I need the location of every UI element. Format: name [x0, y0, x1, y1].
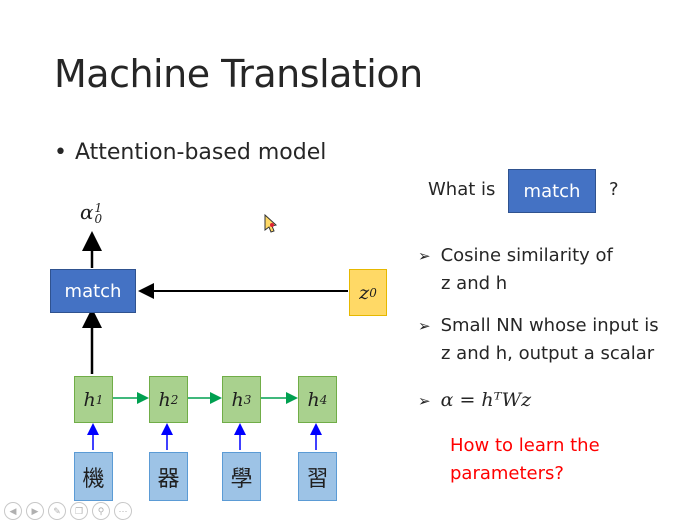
input-char-1: 機	[74, 452, 113, 501]
bullet-dot: •	[54, 140, 67, 165]
h4-superscript: 4	[319, 392, 328, 407]
red-question-line1: How to learn the	[450, 435, 600, 456]
next-icon[interactable]: ▶	[26, 502, 44, 520]
question-match-box: match	[508, 169, 596, 213]
item-small-nn-line2: z and h, output a scalar	[441, 343, 655, 364]
bullet-text: Attention-based model	[74, 140, 327, 165]
question-prefix: What is	[428, 179, 496, 200]
red-question: How to learn the parameters?	[450, 432, 600, 488]
alpha-base: α	[80, 200, 94, 224]
formula-text: α = hᵀWz	[440, 389, 532, 411]
item-cosine-line1: Cosine similarity of	[440, 245, 613, 266]
alpha-subscript: 0	[94, 211, 103, 226]
prev-icon[interactable]: ◀	[4, 502, 22, 520]
match-node: match	[50, 269, 136, 313]
h1-base: h	[83, 388, 96, 411]
arrow-bullet-icon: ➢	[418, 247, 431, 265]
red-question-line2: parameters?	[450, 463, 564, 484]
more-icon[interactable]: ⋯	[114, 502, 132, 520]
h4-base: h	[307, 388, 320, 411]
presentation-toolbar: ◀ ▶ ✎ ❐ ⚲ ⋯	[4, 502, 132, 520]
zoom-icon[interactable]: ⚲	[92, 502, 110, 520]
h3-base: h	[231, 388, 244, 411]
z-base: z	[359, 281, 370, 304]
item-small-nn: ➢ Small NN whose input is z and h, output…	[418, 312, 659, 368]
input-char-2: 器	[149, 452, 188, 501]
question-suffix: ?	[609, 179, 619, 200]
arrow-bullet-icon: ➢	[418, 392, 431, 410]
bullet-item: • Attention-based model	[54, 140, 326, 165]
item-formula: ➢ α = hᵀWz	[418, 386, 531, 415]
cursor-icon	[262, 213, 280, 238]
item-cosine: ➢ Cosine similarity of z and h	[418, 242, 613, 298]
alpha-superscript: 1	[94, 200, 103, 215]
item-small-nn-line1: Small NN whose input is	[440, 315, 659, 336]
h2-superscript: 2	[170, 392, 179, 407]
copy-icon[interactable]: ❐	[70, 502, 88, 520]
input-char-4: 習	[298, 452, 337, 501]
pen-icon[interactable]: ✎	[48, 502, 66, 520]
h3-superscript: 3	[243, 392, 252, 407]
h1-superscript: 1	[95, 392, 104, 407]
h2-base: h	[158, 388, 171, 411]
arrow-bullet-icon: ➢	[418, 317, 431, 335]
input-char-3: 學	[222, 452, 261, 501]
z-superscript: 0	[369, 285, 377, 300]
item-cosine-line2: z and h	[441, 273, 508, 294]
slide-title: Machine Translation	[54, 52, 423, 96]
